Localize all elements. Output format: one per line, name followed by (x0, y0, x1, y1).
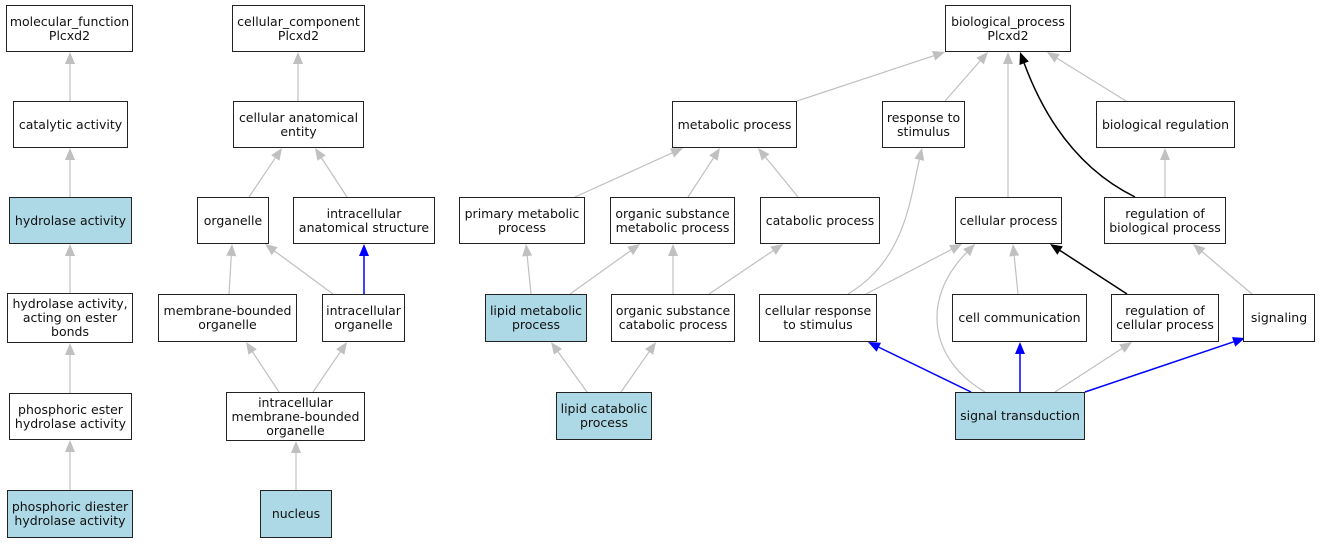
node-organic-substance-catabolic-process[interactable]: organic substance catabolic process (611, 294, 735, 342)
arrowhead-icon (359, 244, 369, 256)
arrowhead-icon (1160, 148, 1170, 160)
arrowhead-icon (65, 52, 75, 64)
edge-is-a (557, 351, 588, 393)
arrowhead-icon (770, 244, 783, 255)
edge-is-a (252, 351, 280, 393)
node-hydrolase-activity-ester-bonds[interactable]: hydrolase activity, acting on ester bond… (7, 293, 133, 343)
arrowhead-icon (868, 342, 881, 352)
arrowhead-icon (1232, 337, 1245, 347)
edge-is-a (847, 159, 920, 295)
arrowhead-icon (668, 244, 678, 256)
arrowhead-icon (932, 51, 945, 61)
arrowhead-icon (645, 342, 656, 355)
node-regulation-of-biological-process[interactable]: regulation of biological process (1104, 197, 1226, 244)
edge-is-a (574, 152, 673, 198)
edge-is-a (796, 55, 934, 102)
node-cell-communication[interactable]: cell communication (952, 294, 1087, 342)
edge-regulates (1059, 249, 1128, 295)
node-catabolic-process[interactable]: catabolic process (760, 197, 880, 244)
edge-regulates (1023, 62, 1136, 198)
edge-is-a (944, 60, 981, 102)
node-cellular-process[interactable]: cellular process (955, 197, 1062, 244)
arrowhead-icon (1015, 342, 1025, 354)
arrowhead-icon (65, 244, 75, 256)
node-response-to-stimulus[interactable]: response to stimulus (882, 101, 965, 148)
node-regulation-of-cellular-process[interactable]: regulation of cellular process (1111, 294, 1219, 342)
arrowhead-icon (1019, 52, 1029, 65)
node-organic-substance-metabolic-process[interactable]: organic substance metabolic process (610, 197, 735, 244)
edge-part-of (1084, 341, 1234, 393)
arrowhead-icon (265, 244, 278, 256)
edge-is-a (687, 157, 714, 198)
node-catalytic-activity[interactable]: catalytic activity (13, 101, 128, 148)
node-metabolic-process[interactable]: metabolic process (672, 101, 797, 148)
node-nucleus[interactable]: nucleus (260, 490, 332, 538)
edge-is-a (312, 351, 341, 393)
edge-is-a (274, 250, 334, 295)
edge-is-a (321, 157, 348, 198)
edge-is-a (248, 157, 276, 198)
arrowhead-icon (293, 52, 303, 64)
arrowhead-icon (914, 148, 925, 161)
node-intracellular-membrane-bounded-organelle[interactable]: intracellular membrane-bounded organelle (226, 392, 365, 441)
arrowhead-icon (65, 148, 75, 160)
node-intracellular-organelle[interactable]: intracellular organelle (322, 294, 405, 342)
node-phosphoric-ester-hydrolase[interactable]: phosphoric ester hydrolase activity (9, 393, 132, 440)
edge-is-a (620, 351, 650, 393)
node-phosphoric-diester-hydrolase[interactable]: phosphoric diester hydrolase activity (7, 490, 133, 538)
edge-part-of (878, 346, 972, 393)
arrowhead-icon (949, 244, 962, 254)
node-signal-transduction[interactable]: signal transduction (955, 392, 1085, 440)
arrowhead-icon (627, 244, 640, 256)
arrowhead-icon (551, 342, 563, 355)
edge-is-a (1201, 251, 1253, 295)
edge-is-a (1013, 255, 1019, 295)
arrowhead-icon (758, 148, 770, 161)
node-biological-process[interactable]: biological_process Plcxd2 (945, 5, 1071, 52)
edge-is-a (569, 250, 631, 295)
node-primary-metabolic-process[interactable]: primary metabolic process (459, 197, 585, 244)
node-organelle[interactable]: organelle (197, 197, 269, 244)
edge-is-a (765, 156, 799, 198)
node-hydrolase-activity[interactable]: hydrolase activity (9, 197, 132, 244)
arrowhead-icon (291, 441, 301, 453)
arrowhead-icon (709, 148, 720, 161)
node-membrane-bounded-organelle[interactable]: membrane-bounded organelle (158, 294, 297, 342)
arrowhead-icon (246, 342, 257, 355)
node-intracellular-anatomical-structure[interactable]: intracellular anatomical structure (293, 197, 435, 244)
arrowhead-icon (1050, 244, 1063, 255)
arrowhead-icon (522, 244, 533, 257)
node-signaling[interactable]: signaling (1243, 294, 1315, 342)
node-cellular-response-to-stimulus[interactable]: cellular response to stimulus (759, 294, 877, 342)
edge-is-a (865, 249, 952, 295)
node-lipid-catabolic-process[interactable]: lipid catabolic process (556, 392, 652, 440)
edge-is-a (526, 255, 532, 295)
arrowhead-icon (963, 244, 975, 257)
edge-is-a (1054, 348, 1123, 393)
arrowhead-icon (1119, 342, 1132, 353)
arrowhead-icon (1193, 244, 1206, 256)
arrowhead-icon (65, 343, 75, 355)
edge-is-a (228, 255, 232, 295)
node-cellular-anatomical-entity[interactable]: cellular anatomical entity (233, 101, 364, 148)
arrowhead-icon (1047, 52, 1060, 63)
arrowhead-icon (315, 148, 326, 161)
arrowhead-icon (1003, 52, 1013, 64)
arrowhead-icon (336, 342, 347, 355)
arrowhead-icon (1009, 244, 1020, 257)
edge-is-a (708, 250, 774, 295)
node-molecular-function[interactable]: molecular_function Plcxd2 (6, 5, 133, 52)
node-cellular-component[interactable]: cellular_component Plcxd2 (232, 5, 365, 52)
arrowhead-icon (65, 440, 75, 452)
arrowhead-icon (976, 52, 988, 65)
arrowhead-icon (670, 148, 683, 158)
edge-is-a (936, 252, 986, 393)
arrowhead-icon (226, 244, 237, 257)
node-lipid-metabolic-process[interactable]: lipid metabolic process (485, 294, 587, 342)
edge-is-a (1056, 57, 1127, 102)
node-biological-regulation[interactable]: biological regulation (1096, 101, 1235, 148)
arrowhead-icon (271, 148, 282, 161)
